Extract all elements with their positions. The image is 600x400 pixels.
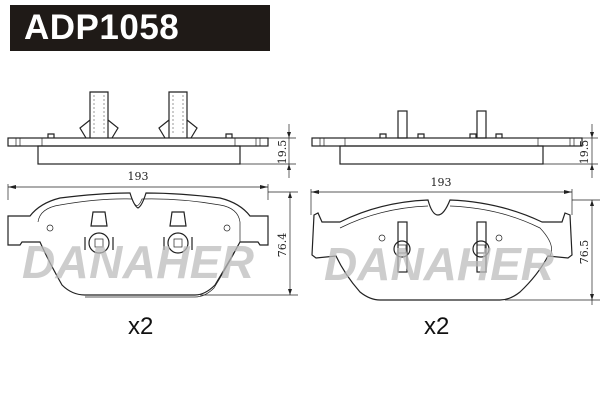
wear-clip-right [158,91,198,139]
left-thickness-dimension: 19.5 [240,124,296,178]
right-thickness-dimension: 19.5 [543,124,598,178]
right-pad-side-view [311,110,583,165]
right-pad-clip-1 [393,221,411,273]
watermark-left: DANAHER [22,236,254,288]
right-pad-face-view [311,199,573,301]
left-pad-clip-2 [163,211,193,254]
left-height-label: 76.4 [276,233,289,258]
watermark-right: DANAHER [324,238,554,290]
left-width-dimension: 193 [7,170,269,200]
wear-clip-left [79,91,119,139]
left-width-label: 193 [128,170,149,183]
left-pad-side-view [7,91,269,165]
part-number: ADP1058 [24,8,180,47]
right-pad-quantity: x2 [424,313,450,340]
left-pad-face-view [7,192,269,298]
right-side-pin-2 [476,110,487,139]
left-thickness-label: 19.5 [276,140,289,165]
left-height-dimension: 76.4 [200,191,298,296]
part-number-banner: ADP1058 [10,5,270,51]
right-width-label: 193 [431,176,452,189]
right-height-label: 76.5 [578,240,591,265]
right-width-dimension: 193 [310,176,573,215]
right-side-pin-1 [397,110,408,139]
right-thickness-label: 19.5 [578,140,591,165]
right-pad-clip-2 [472,221,490,273]
right-height-dimension: 76.5 [505,199,600,305]
left-pad-clip-1 [84,211,114,254]
left-pad-quantity: x2 [128,313,154,340]
